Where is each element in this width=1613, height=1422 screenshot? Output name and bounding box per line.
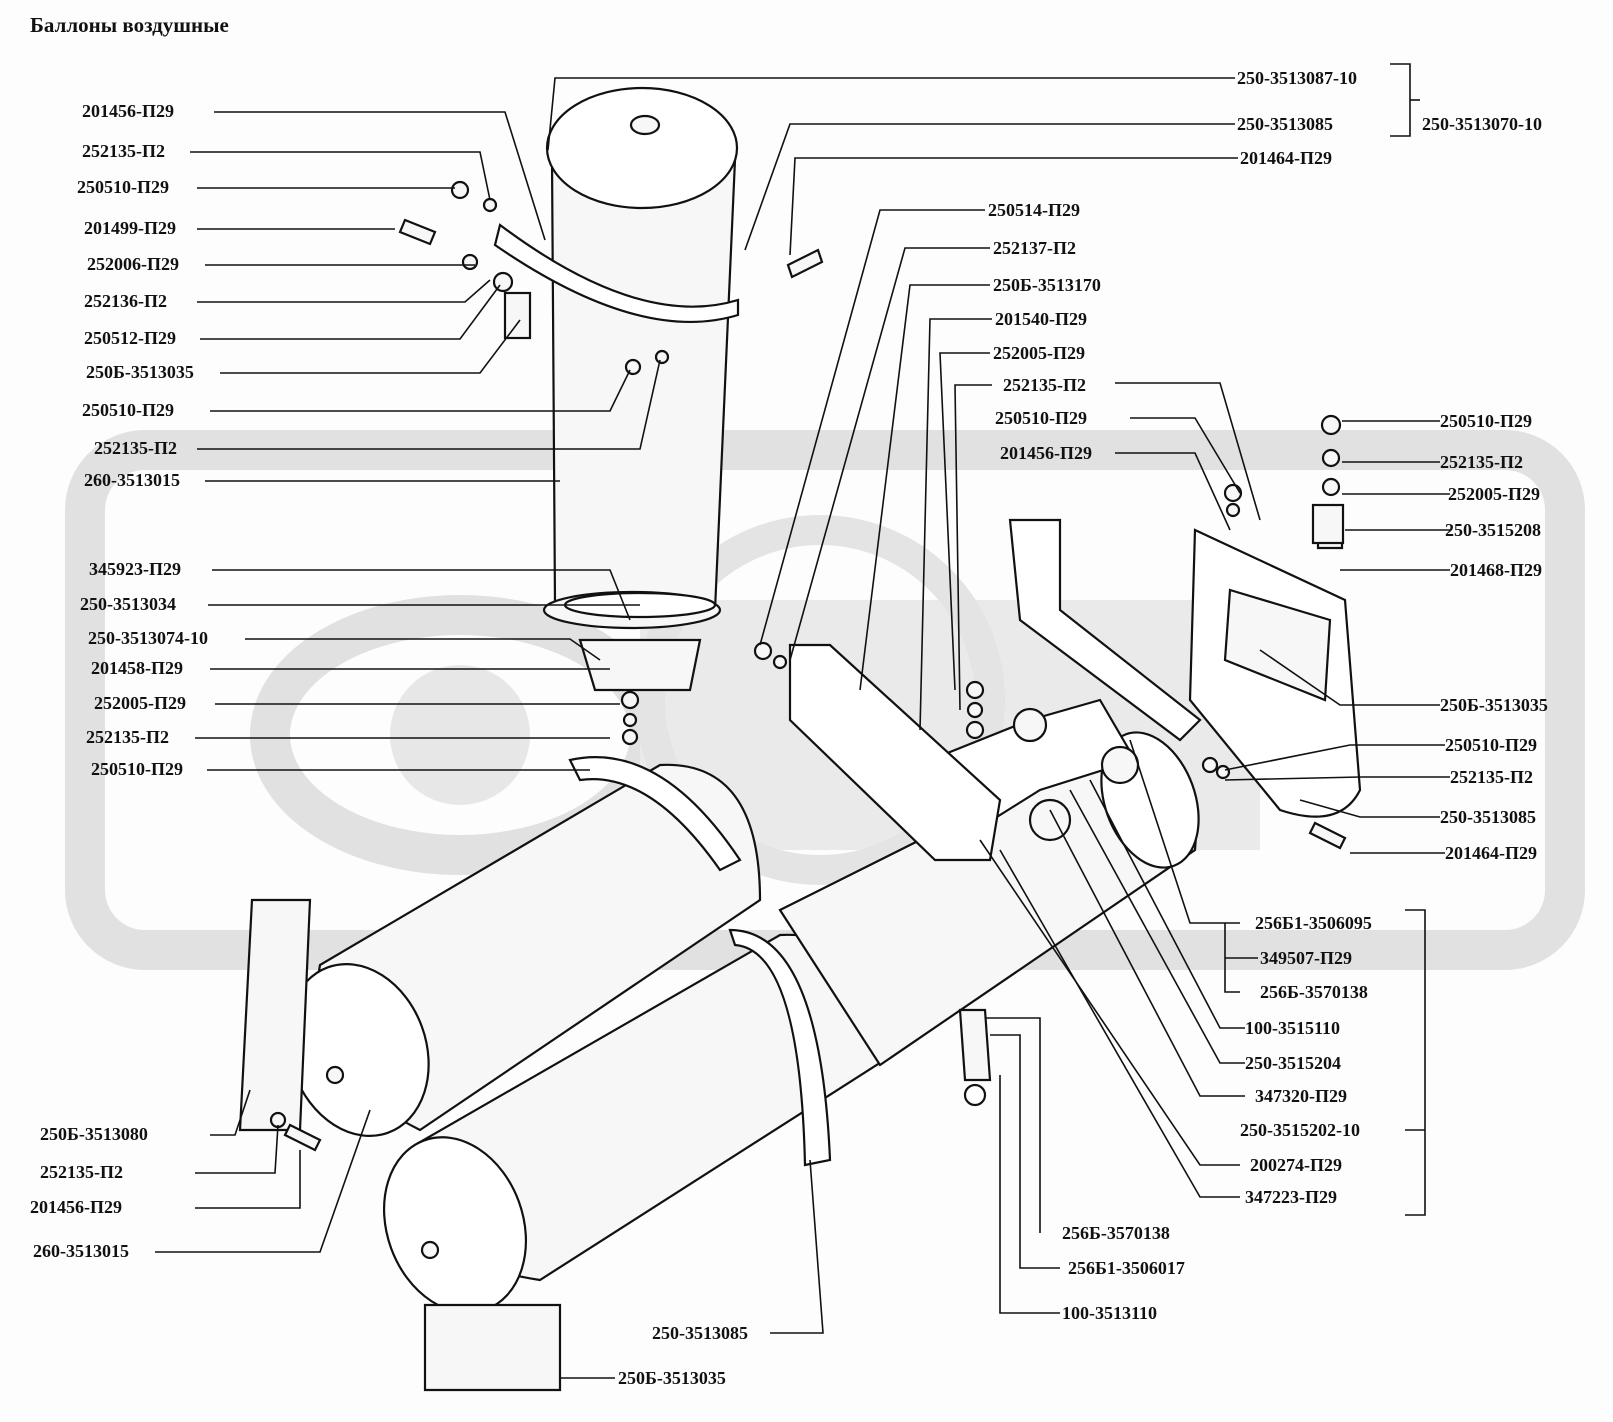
fasteners: [269, 180, 1347, 1152]
label-left-5: 252136-П2: [84, 291, 167, 311]
valve-labels: 256Б1-3506095 349507-П29 256Б-3570138 10…: [1240, 913, 1372, 1207]
label-left-13: 250-3513074-10: [88, 628, 208, 648]
left-labels: 201456-П29 252135-П2 250510-П29 201499-П…: [30, 101, 208, 1261]
label-left-3: 201499-П29: [84, 218, 176, 238]
label-center-1: 252137-П2: [993, 238, 1076, 258]
label-left-9: 252135-П2: [94, 438, 177, 458]
page-title: Баллоны воздушные: [30, 13, 229, 37]
label-right-8: 250-3513085: [1440, 807, 1536, 827]
label-right-7: 252135-П2: [1450, 767, 1533, 787]
label-bottom-4: 250Б-3513035: [618, 1368, 726, 1388]
label-right-5: 250Б-3513035: [1440, 695, 1548, 715]
center-labels: 250514-П29 252137-П2 250Б-3513170 201540…: [988, 200, 1101, 463]
label-right-0: 250510-П29: [1440, 411, 1532, 431]
label-valve-3: 100-3515110: [1245, 1018, 1340, 1038]
label-left-17: 250510-П29: [91, 759, 183, 779]
label-center-7: 201456-П29: [1000, 443, 1092, 463]
label-left-20: 201456-П29: [30, 1197, 122, 1217]
label-valve-0: 256Б1-3506095: [1255, 913, 1372, 933]
label-bottom-1: 256Б1-3506017: [1068, 1258, 1185, 1278]
label-topright-1: 250-3513085: [1237, 114, 1333, 134]
label-topright-2: 250-3513070-10: [1422, 114, 1542, 134]
label-center-6: 250510-П29: [995, 408, 1087, 428]
mounting-brackets: [788, 503, 1362, 862]
label-valve-8: 347223-П29: [1245, 1187, 1337, 1207]
label-left-6: 250512-П29: [84, 328, 176, 348]
label-left-2: 250510-П29: [77, 177, 169, 197]
label-right-6: 250510-П29: [1445, 735, 1537, 755]
label-left-21: 260-3513015: [33, 1241, 129, 1261]
label-valve-2: 256Б-3570138: [1260, 982, 1368, 1002]
label-center-0: 250514-П29: [988, 200, 1080, 220]
label-left-0: 201456-П29: [82, 101, 174, 121]
label-left-4: 252006-П29: [87, 254, 179, 274]
label-bottom-0: 256Б-3570138: [1062, 1223, 1170, 1243]
label-valve-1: 349507-П29: [1260, 948, 1352, 968]
label-left-10: 260-3513015: [84, 470, 180, 490]
label-left-8: 250510-П29: [82, 400, 174, 420]
label-center-5: 252135-П2: [1003, 375, 1086, 395]
right-labels: 250510-П29 252135-П2 252005-П29 250-3515…: [1440, 411, 1548, 863]
label-topright-3: 201464-П29: [1240, 148, 1332, 168]
label-left-18: 250Б-3513080: [40, 1124, 148, 1144]
label-right-3: 250-3515208: [1445, 520, 1541, 540]
label-left-16: 252135-П2: [86, 727, 169, 747]
label-center-2: 250Б-3513170: [993, 275, 1101, 295]
label-valve-4: 250-3515204: [1245, 1053, 1341, 1073]
top-right-labels: 250-3513087-10 250-3513085 250-3513070-1…: [1237, 68, 1542, 168]
bottom-labels: 256Б-3570138 256Б1-3506017 100-3513110 2…: [618, 1223, 1185, 1388]
label-left-15: 252005-П29: [94, 693, 186, 713]
label-left-7: 250Б-3513035: [86, 362, 194, 382]
label-left-12: 250-3513034: [80, 594, 176, 614]
label-valve-6: 250-3515202-10: [1240, 1120, 1360, 1140]
label-center-4: 252005-П29: [993, 343, 1085, 363]
label-left-11: 345923-П29: [89, 559, 181, 579]
label-valve-7: 200274-П29: [1250, 1155, 1342, 1175]
label-center-3: 201540-П29: [995, 309, 1087, 329]
label-bottom-3: 250-3513085: [652, 1323, 748, 1343]
label-left-19: 252135-П2: [40, 1162, 123, 1182]
label-topright-0: 250-3513087-10: [1237, 68, 1357, 88]
label-bottom-2: 100-3513110: [1062, 1303, 1157, 1323]
left-horizontal-tank: [238, 756, 762, 1138]
label-right-2: 252005-П29: [1448, 484, 1540, 504]
front-horizontal-tank: [382, 928, 902, 1392]
label-left-1: 252135-П2: [82, 141, 165, 161]
label-left-14: 201458-П29: [91, 658, 183, 678]
leader-lines: [155, 63, 1450, 1379]
label-valve-5: 347320-П29: [1255, 1086, 1347, 1106]
vertical-air-tank: [493, 86, 740, 692]
label-right-4: 201468-П29: [1450, 560, 1542, 580]
label-right-1: 252135-П2: [1440, 452, 1523, 472]
label-right-9: 201464-П29: [1445, 843, 1537, 863]
